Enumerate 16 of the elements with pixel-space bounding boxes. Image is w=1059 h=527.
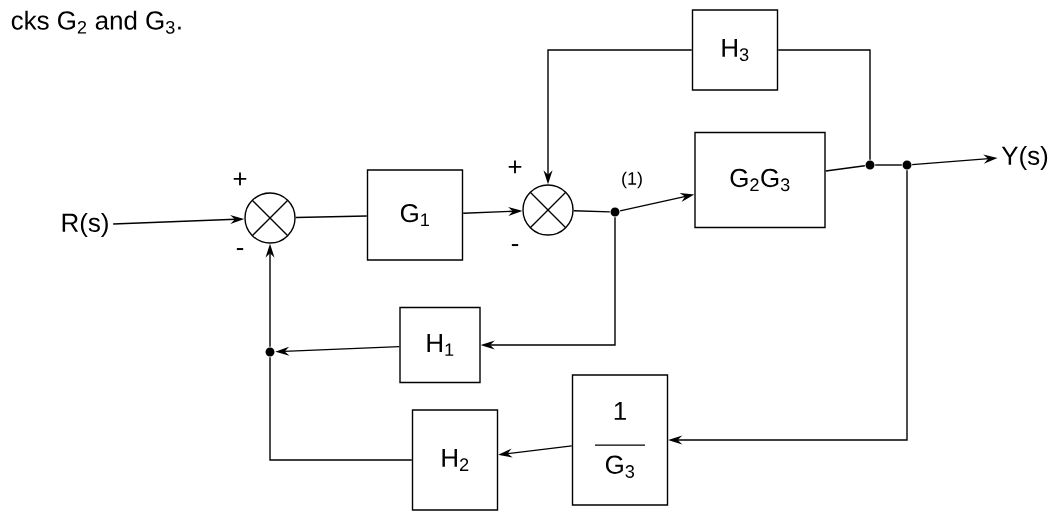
- transfer-block: H$_{2}$: [411, 409, 499, 511]
- signal-label: Y(s): [1001, 145, 1048, 171]
- transfer-block: G$_{1}$: [366, 169, 464, 261]
- transfer-block: H$_{1}$: [399, 306, 481, 384]
- summing-junction: [522, 184, 574, 236]
- signal-label: R(s): [62, 212, 108, 238]
- transfer-block: G$_{2}$G$_{3}$: [694, 131, 826, 229]
- plus-sign: +: [508, 160, 522, 174]
- heading-text: cks G$_{2}$ and G$_{3}$.: [11, 10, 181, 34]
- minus-sign: -: [511, 244, 519, 247]
- minus-sign: -: [236, 248, 244, 251]
- transfer-block: 1 G$_{3}$: [571, 374, 669, 506]
- summing-junction: [244, 192, 296, 244]
- plus-sign: +: [233, 172, 247, 186]
- point-label: (1): [622, 171, 642, 189]
- transfer-block: H$_{3}$: [691, 9, 779, 91]
